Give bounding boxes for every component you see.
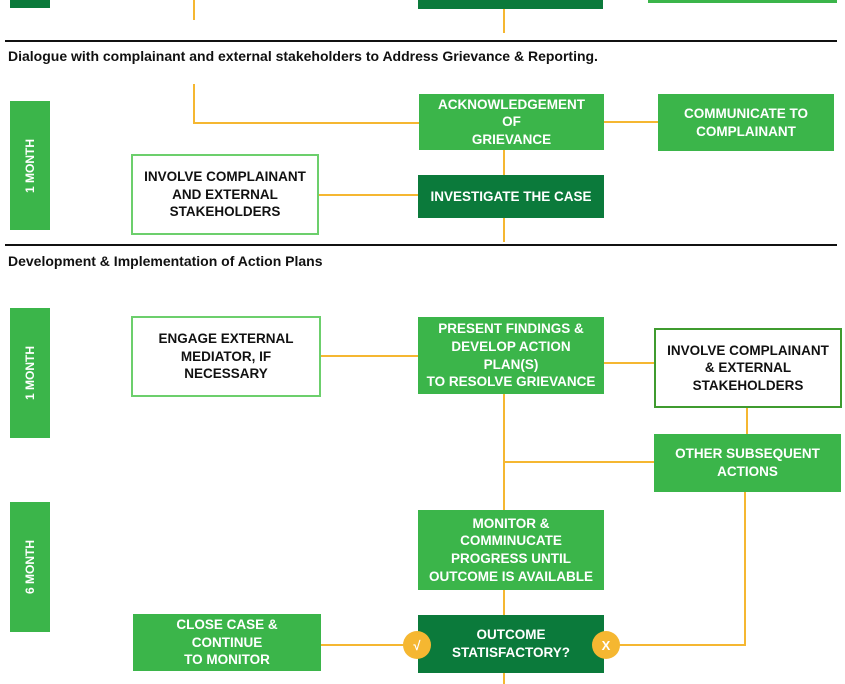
section-heading-dialogue: Dialogue with complainant and external s… (8, 48, 598, 64)
section-heading-action-plans: Development & Implementation of Action P… (8, 253, 323, 269)
connector-monitor-to-outcome (503, 589, 505, 616)
close-case-box: CLOSE CASE & CONTINUE TO MONITOR (133, 614, 321, 671)
connector-to-acknowledgement (193, 122, 419, 124)
previous-center-box (418, 0, 603, 9)
connector-close-to-yes (320, 644, 406, 646)
present-findings-box: PRESENT FINDINGS & DEVELOP ACTION PLAN(S… (418, 317, 604, 394)
connector-no-to-other (618, 644, 746, 646)
timeline-bar-monitor: 6 MONTH (10, 502, 50, 632)
timeline-bar-action: 1 MONTH (10, 308, 50, 438)
previous-right-box (648, 0, 837, 3)
engage-mediator-box: ENGAGE EXTERNAL MEDIATOR, IF NECESSARY (131, 316, 321, 397)
previous-step-box (10, 0, 50, 8)
involve-stakeholders-box: INVOLVE COMPLAINANT AND EXTERNAL STAKEHO… (131, 154, 319, 235)
timeline-bar-dialogue: 1 MONTH (10, 101, 50, 230)
involve-stakeholders-box: INVOLVE COMPLAINANT & EXTERNAL STAKEHOLD… (654, 328, 842, 408)
timeline-label: 1 MONTH (23, 138, 37, 193)
connector-other-down (744, 492, 746, 646)
connector-top-left (193, 0, 195, 20)
section-divider (5, 40, 837, 42)
other-actions-box: OTHER SUBSEQUENT ACTIONS (654, 434, 841, 492)
connector-other-to-main (505, 461, 654, 463)
monitor-box: MONITOR & COMMINUCATE PROGRESS UNTIL OUT… (418, 510, 604, 590)
outcome-decision-box: OUTCOME STATISFACTORY? (418, 615, 604, 673)
connector-findings-to-involve (603, 362, 655, 364)
timeline-label: 1 MONTH (23, 346, 37, 400)
communicate-box: COMMUNICATE TO COMPLAINANT (658, 94, 834, 151)
connector-outcome-down (503, 672, 505, 684)
connector-left-drop (193, 84, 195, 124)
acknowledgement-box: ACKNOWLEDGEMENT OF GRIEVANCE (419, 94, 604, 150)
section-divider (5, 244, 837, 246)
yes-marker: √ (403, 631, 431, 659)
connector-involve-to-other (746, 407, 748, 434)
timeline-label: 6 MONTH (23, 540, 37, 594)
connector-ack-to-investigate (503, 149, 505, 175)
connector-involve-to-investigate (318, 194, 419, 196)
connector-mediator-to-findings (319, 355, 419, 357)
connector-findings-to-monitor (503, 393, 505, 511)
no-marker: X (592, 631, 620, 659)
connector-top-center (503, 9, 505, 33)
connector-ack-to-communicate (603, 121, 659, 123)
investigate-box: INVESTIGATE THE CASE (418, 175, 604, 218)
connector-investigate-down (503, 217, 505, 242)
